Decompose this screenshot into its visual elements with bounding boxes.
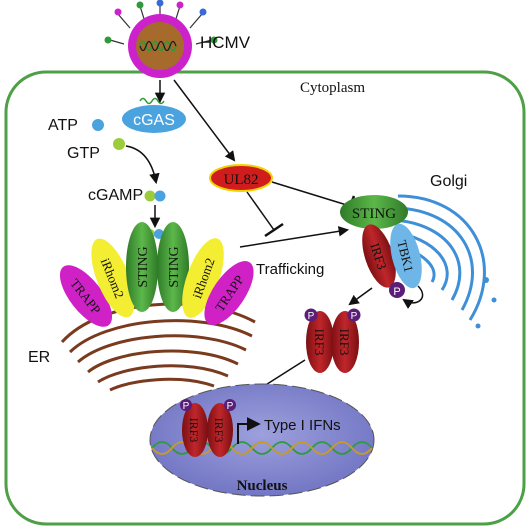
golgi-phospho-label: P xyxy=(393,286,400,298)
atp-label: ATP xyxy=(48,117,78,134)
er-sting-left-label: STING xyxy=(136,246,151,287)
nuc-irf3-right xyxy=(207,403,233,457)
nuc-irf3-right-label: IRF3 xyxy=(212,418,226,443)
er-label: ER xyxy=(28,349,50,366)
endoplasmic-reticulum-icon xyxy=(60,302,256,392)
golgi-irf3 xyxy=(362,224,396,288)
cyto-irf3-left-label: IRF3 xyxy=(312,329,327,356)
cgamp-label: cGAMP xyxy=(88,187,143,204)
hcmv-label: HCMV xyxy=(200,33,251,52)
gtp-label: GTP xyxy=(67,145,100,162)
ul82-protein xyxy=(209,164,273,192)
atp-molecule xyxy=(92,119,104,131)
cgas-protein xyxy=(122,105,186,133)
er-irhom2-right xyxy=(182,238,224,318)
cyto-phospho-right-label: P xyxy=(351,311,358,322)
er-sting-complex: TRAPP iRhom2 STING STING iRhom2 TRAPP xyxy=(59,222,254,327)
nuclear-irf3-dimer: IRF3 IRF3 P P xyxy=(180,399,236,457)
tbk1-autophosphorylation-arrow xyxy=(402,285,424,310)
cytoplasmic-irf3-dimer: IRF3 IRF3 P P xyxy=(304,308,361,373)
nuc-phospho-right-label: P xyxy=(227,401,234,412)
cell-membrane xyxy=(4,70,526,526)
golgi-tbk1 xyxy=(390,223,422,289)
gtp-molecule xyxy=(113,138,125,150)
er-sting-left xyxy=(126,222,158,312)
ul82-inhibition-to-trafficking xyxy=(246,191,284,238)
cyto-irf3-right xyxy=(331,311,359,373)
virus-particle-icon xyxy=(104,0,218,78)
cyto-phospho-left xyxy=(304,308,318,322)
nucleus xyxy=(149,383,375,497)
nuc-phospho-left xyxy=(180,399,192,411)
golgi-phospho-marker xyxy=(389,282,405,298)
nuc-irf3-left-label: IRF3 xyxy=(187,418,201,443)
cgas-label: cGAS xyxy=(133,112,175,129)
nucleus-label: Nucleus xyxy=(237,478,288,494)
cyto-irf3-left xyxy=(306,311,334,373)
er-trapp-right xyxy=(204,261,254,325)
er-sting-right-label: STING xyxy=(167,246,182,287)
nuc-irf3-left xyxy=(182,403,208,457)
transcription-arrow xyxy=(237,417,261,444)
cgamp-molecule-b xyxy=(154,190,166,202)
er-irhom2-left xyxy=(91,238,135,318)
cytoplasm-label: Cytoplasm xyxy=(300,80,365,96)
golgi-sting-label: STING xyxy=(352,206,396,222)
irf3-release-arrow xyxy=(348,287,373,306)
trafficking-label: Trafficking xyxy=(256,261,324,278)
nuc-phospho-left-label: P xyxy=(183,401,190,412)
nuc-phospho-right xyxy=(224,399,236,411)
cgas-catalysis-arrow xyxy=(125,145,160,185)
er-trapp-left xyxy=(59,265,113,327)
cyto-phospho-right xyxy=(347,308,361,322)
virus-to-ul82-arrow xyxy=(173,79,236,162)
cgamp-molecule-a xyxy=(144,190,156,202)
ul82-label: UL82 xyxy=(224,172,259,188)
cyto-phospho-left-label: P xyxy=(308,311,315,322)
trafficking-arrow xyxy=(239,226,350,248)
er-sting-right xyxy=(157,222,189,312)
cyto-irf3-right-label: IRF3 xyxy=(337,329,352,356)
golgi-sting xyxy=(340,195,408,229)
type-i-ifns-label: Type I IFNs xyxy=(264,417,341,434)
golgi-label: Golgi xyxy=(430,173,467,190)
